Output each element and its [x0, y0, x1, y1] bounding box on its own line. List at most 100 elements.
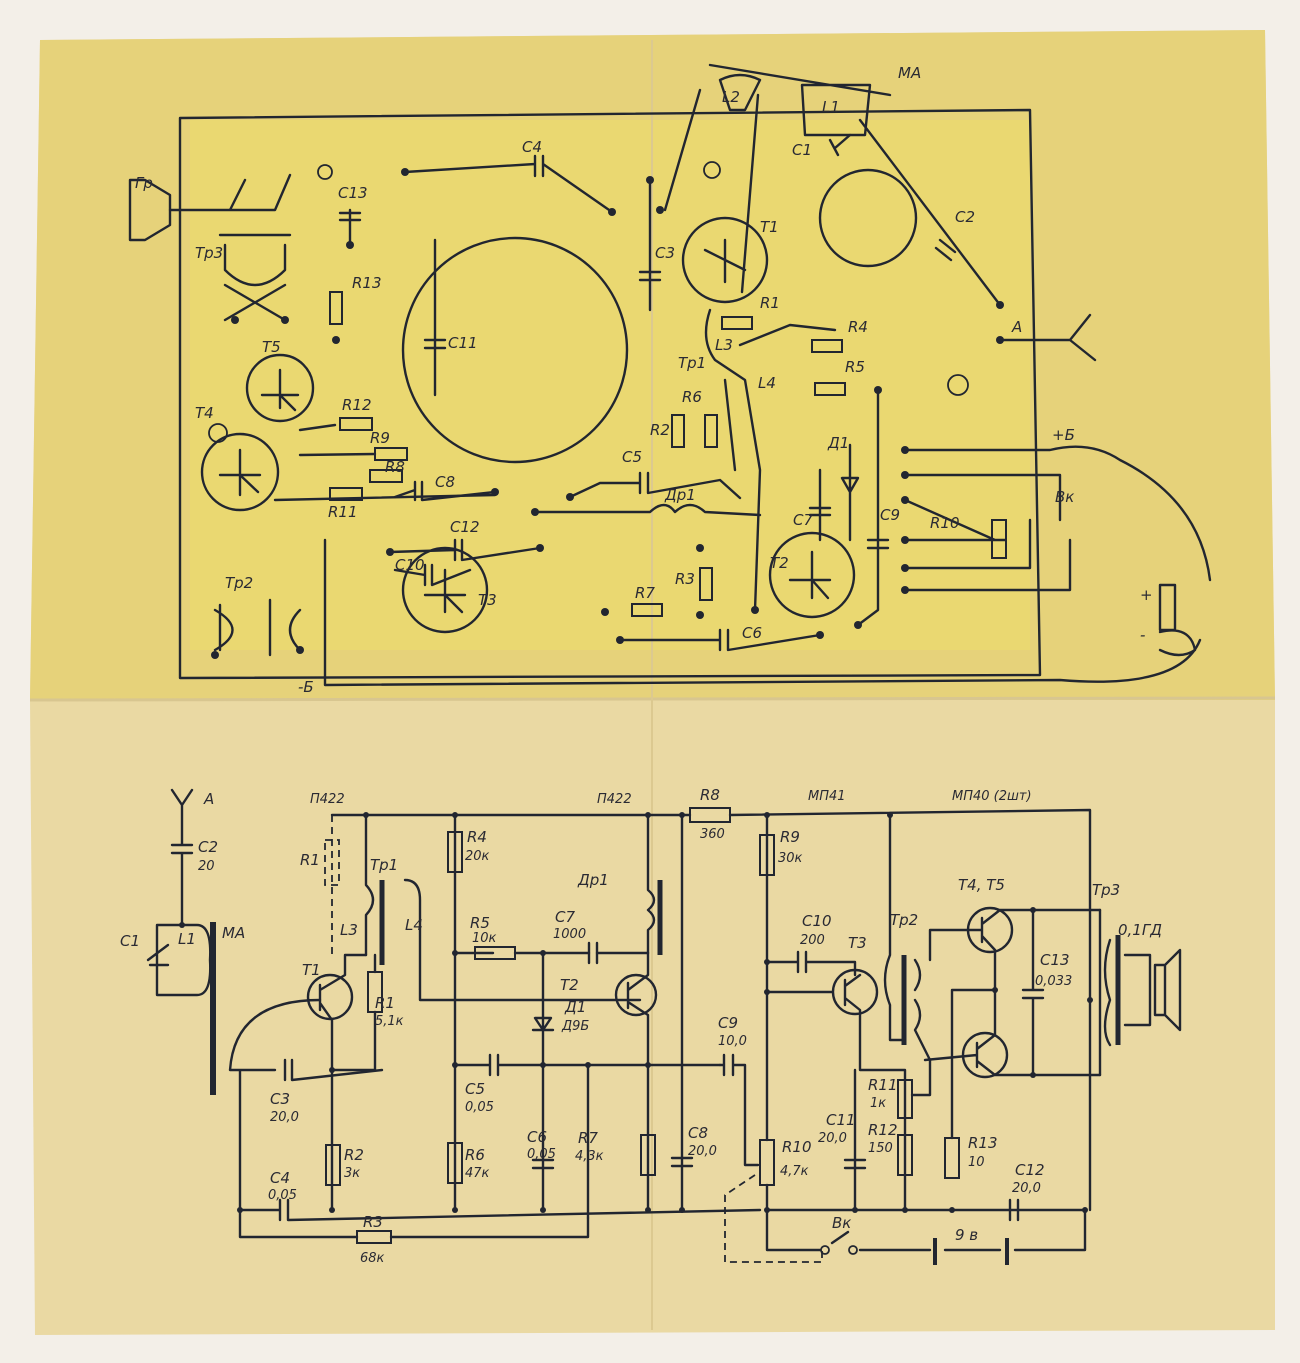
schematic-label: R1 [375, 994, 395, 1012]
pcb-label: Д1 [827, 434, 849, 452]
schematic-label: R5 [470, 914, 490, 932]
schematic-label: 1000 [553, 927, 586, 942]
schematic-label: Т4, Т5 [958, 876, 1005, 894]
pcb-labels: Гр С13 Тр3 R13 Т5 Т4 R12 R9 R8 С8 R11 С1… [135, 64, 1153, 696]
schematic-label: 150 [868, 1141, 893, 1156]
schematic-label: А [203, 790, 214, 808]
schematic-label: С3 [270, 1090, 290, 1108]
schematic-label: 20,0 [270, 1110, 299, 1125]
pcb-label: R8 [385, 458, 405, 476]
pcb-label: - [1140, 626, 1145, 644]
pcb-label: R9 [370, 429, 390, 447]
schematic-label: R9 [780, 828, 800, 846]
schematic-label: R13 [968, 1134, 998, 1152]
pcb-label: С13 [338, 184, 368, 202]
schematic-label: П422 [597, 792, 632, 807]
pcb-label: +Б [1052, 426, 1075, 444]
pcb-label: L3 [715, 336, 733, 354]
schematic-label: МП40 (2шт) [952, 789, 1032, 804]
schematic-label: 1к [870, 1096, 886, 1111]
pcb-label: С12 [450, 518, 480, 536]
schematic-label: 4,3к [575, 1149, 604, 1164]
schematic-label: С7 [555, 908, 575, 926]
schematic-label: С12 [1015, 1161, 1045, 1179]
schematic-label: С9 [718, 1014, 738, 1032]
pcb-label: R11 [328, 503, 358, 521]
schematic-label: С8 [688, 1124, 708, 1142]
schematic-label: С1 [120, 932, 140, 950]
schematic-label: 20 [198, 859, 215, 874]
schematic-label: Вк [832, 1214, 851, 1232]
schematic-label: 0,05 [268, 1188, 297, 1203]
schematic-label: 20,0 [818, 1131, 847, 1146]
schematic-label: R11 [868, 1076, 898, 1094]
pcb-label: Т1 [760, 218, 779, 236]
pcb-layout [128, 63, 1212, 687]
pcb-label: С4 [522, 138, 542, 156]
schematic-label: 20к [465, 849, 490, 864]
pcb-label: Тр3 [195, 244, 223, 262]
schematic-label: 47к [465, 1166, 490, 1181]
schematic-label: L1 [178, 930, 196, 948]
circuit-schematic [146, 788, 1182, 1265]
pcb-label: МА [898, 64, 921, 82]
schematic-label: 0,05 [465, 1100, 494, 1115]
pcb-label: С9 [880, 506, 900, 524]
schematic-label: R4 [467, 828, 487, 846]
schematic-label: МА [222, 924, 245, 942]
schematic-label: R6 [465, 1146, 485, 1164]
schematic-label: С11 [826, 1111, 856, 1129]
pcb-highlight [190, 120, 1030, 650]
schematic-label: R1 [300, 851, 320, 869]
pcb-label: R6 [682, 388, 702, 406]
pcb-label: R5 [845, 358, 865, 376]
schematic-label: 0,05 [527, 1147, 556, 1162]
pcb-label: Тр1 [678, 354, 706, 372]
pcb-label: L1 [822, 98, 840, 116]
pcb-label: Гр [135, 174, 153, 192]
schematic-label: R8 [700, 786, 720, 804]
pcb-label: R4 [848, 318, 868, 336]
pcb-label: С1 [792, 141, 812, 159]
pcb-label: С8 [435, 473, 455, 491]
pcb-label: R10 [930, 514, 960, 532]
schematic-label: 0,033 [1035, 974, 1072, 989]
pcb-label: Т3 [478, 591, 497, 609]
schematic-label: Д1 [564, 998, 586, 1016]
schematic-label: Т1 [302, 961, 321, 979]
pcb-label: R12 [342, 396, 372, 414]
schematic-label: МП41 [808, 789, 846, 804]
schematic-label: С6 [527, 1128, 547, 1146]
pcb-label: С7 [793, 511, 813, 529]
pcb-label: С5 [622, 448, 642, 466]
schematic-label: R2 [344, 1146, 364, 1164]
schematic-label: 68к [360, 1251, 385, 1266]
pcb-label: L2 [722, 88, 740, 106]
schematic-label: 0,1ГД [1118, 921, 1162, 939]
schematic-label: 10 [968, 1155, 985, 1170]
schematic-label: 5,1к [375, 1014, 404, 1029]
schematic-label: С2 [198, 838, 218, 856]
schematic-label: L4 [405, 916, 423, 934]
pcb-label: R3 [675, 570, 695, 588]
schematic-label: 30к [778, 851, 803, 866]
schematic-label: 10к [472, 931, 497, 946]
schematic-label: R7 [578, 1129, 598, 1147]
schematic-label: 200 [800, 933, 825, 948]
pcb-label: Т2 [770, 554, 789, 572]
schematic-label: С13 [1040, 951, 1070, 969]
pcb-label: R7 [635, 584, 655, 602]
pcb-label: С10 [395, 556, 425, 574]
schematic-label: Тр3 [1092, 881, 1120, 899]
schematic-label: R12 [868, 1121, 898, 1139]
schematic-label: L3 [340, 921, 358, 939]
schematic-label: R3 [363, 1213, 383, 1231]
pcb-label: С2 [955, 208, 975, 226]
pcb-label: С11 [448, 334, 478, 352]
schematic-label: П422 [310, 792, 345, 807]
schematic-label: Др1 [577, 871, 609, 889]
pcb-label: Вк [1055, 488, 1074, 506]
schematic-label: С4 [270, 1169, 290, 1187]
pcb-label: С3 [655, 244, 675, 262]
